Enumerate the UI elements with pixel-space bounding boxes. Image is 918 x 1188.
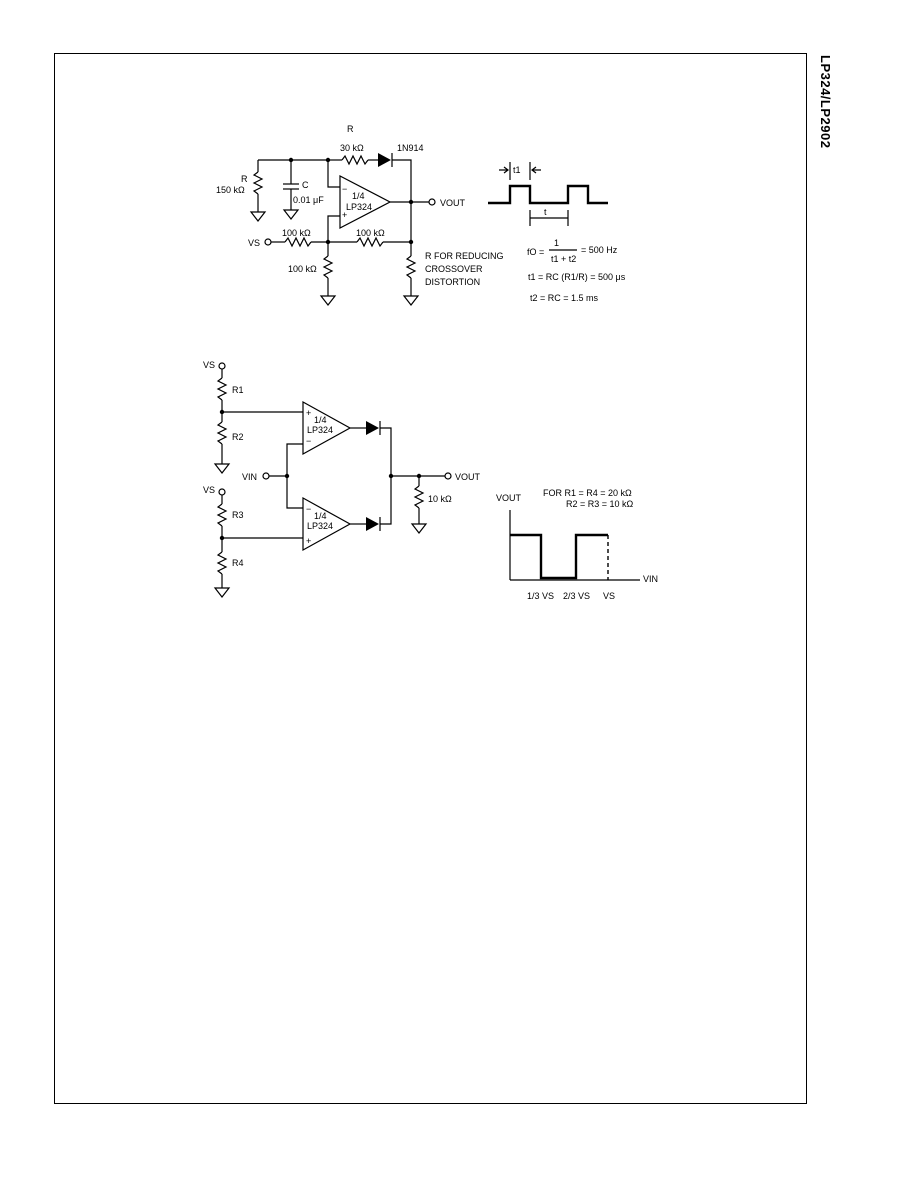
opamp-1-fraction: 1/4 <box>352 191 365 201</box>
opamp-upper-minus: − <box>306 436 311 446</box>
diode-label: 1N914 <box>397 143 424 153</box>
crossover-note-1: R FOR REDUCING <box>425 251 504 261</box>
resistor-150k <box>252 171 264 195</box>
r-top-label: R <box>347 124 354 134</box>
opamp-upper-part: LP324 <box>307 425 333 435</box>
resistor-r3 <box>216 503 228 527</box>
vout-label-2: VOUT <box>455 472 481 482</box>
eq-fo-rhs: = 500 Hz <box>581 245 618 255</box>
graph-y-label: VOUT <box>496 493 522 503</box>
opamp-1-part: LP324 <box>346 202 372 212</box>
tick-2-3-vs: 2/3 VS <box>563 591 590 601</box>
pulse-waveform <box>488 184 608 205</box>
r-fb-value: 100 kΩ <box>356 228 385 238</box>
timing-t1-label: t1 <box>513 165 521 175</box>
resistor-r1 <box>216 377 228 401</box>
r-load-value: 10 kΩ <box>428 494 452 504</box>
eq-fo-num: 1 <box>554 238 559 248</box>
cap-value: 0.01 μF <box>293 195 324 205</box>
diode-1n914 <box>378 153 391 167</box>
graph-note-2: R2 = R3 = 10 kΩ <box>566 499 634 509</box>
opamp-1-plus: + <box>342 210 347 220</box>
graph-note-1: FOR R1 = R4 = 20 kΩ <box>543 488 632 498</box>
crossover-note-3: DISTORTION <box>425 277 480 287</box>
graph-x-label: VIN <box>643 574 658 584</box>
resistor-crossover <box>405 255 417 279</box>
r-in-value: 100 kΩ <box>282 228 311 238</box>
resistor-fb-100k <box>356 236 384 248</box>
pulse-generator-circuit: − + 1/4 LP324 R 30 kΩ 1N914 R 150 kΩ C 0… <box>216 124 626 306</box>
r-left-value: 150 kΩ <box>216 185 245 195</box>
opamp-1-minus: − <box>342 184 347 194</box>
eq-t1: t1 = RC (R1/R) = 500 μs <box>528 272 626 282</box>
diode-lower <box>366 517 379 531</box>
page-frame <box>54 53 807 1104</box>
vs-label-1: VS <box>248 238 260 248</box>
resistor-r4 <box>216 551 228 575</box>
r-left-label: R <box>241 174 248 184</box>
opamp-lower-fraction: 1/4 <box>314 511 327 521</box>
vs-top-label: VS <box>203 360 215 370</box>
opamp-upper <box>302 400 352 456</box>
r2-label: R2 <box>232 432 244 442</box>
timing-t-label: t <box>544 207 547 217</box>
vs-bottom-label: VS <box>203 485 215 495</box>
transfer-curve <box>510 533 608 580</box>
tick-1-3-vs: 1/3 VS <box>527 591 554 601</box>
r-top-value: 30 kΩ <box>340 143 364 153</box>
eq-fo-lhs: fO = <box>527 247 544 257</box>
r1-label: R1 <box>232 385 244 395</box>
cap-label: C <box>302 180 309 190</box>
eq-t2: t2 = RC = 1.5 ms <box>530 293 599 303</box>
opamp-lower-plus: + <box>306 536 311 546</box>
crossover-note-2: CROSSOVER <box>425 264 483 274</box>
r4-label: R4 <box>232 558 244 568</box>
window-comparator-circuit: VS R1 R2 + − 1/4 LP324 VIN VS <box>203 360 658 601</box>
vout-label-1: VOUT <box>440 198 466 208</box>
opamp-upper-plus: + <box>306 408 311 418</box>
resistor-in-100k <box>284 236 312 248</box>
r-gnd-value: 100 kΩ <box>288 264 317 274</box>
vin-label: VIN <box>242 472 257 482</box>
r3-label: R3 <box>232 510 244 520</box>
opamp-upper-fraction: 1/4 <box>314 415 327 425</box>
opamp-1 <box>339 175 392 229</box>
opamp-lower-minus: − <box>306 504 311 514</box>
diode-upper <box>366 421 379 435</box>
eq-fo-den: t1 + t2 <box>551 254 576 264</box>
resistor-gnd-100k <box>322 255 334 279</box>
tick-vs: VS <box>603 591 615 601</box>
side-title: LP324/LP2902 <box>818 55 833 149</box>
opamp-lower <box>302 496 352 552</box>
resistor-r-30k <box>341 154 369 166</box>
resistor-10k <box>413 485 425 509</box>
opamp-lower-part: LP324 <box>307 521 333 531</box>
resistor-r2 <box>216 421 228 445</box>
